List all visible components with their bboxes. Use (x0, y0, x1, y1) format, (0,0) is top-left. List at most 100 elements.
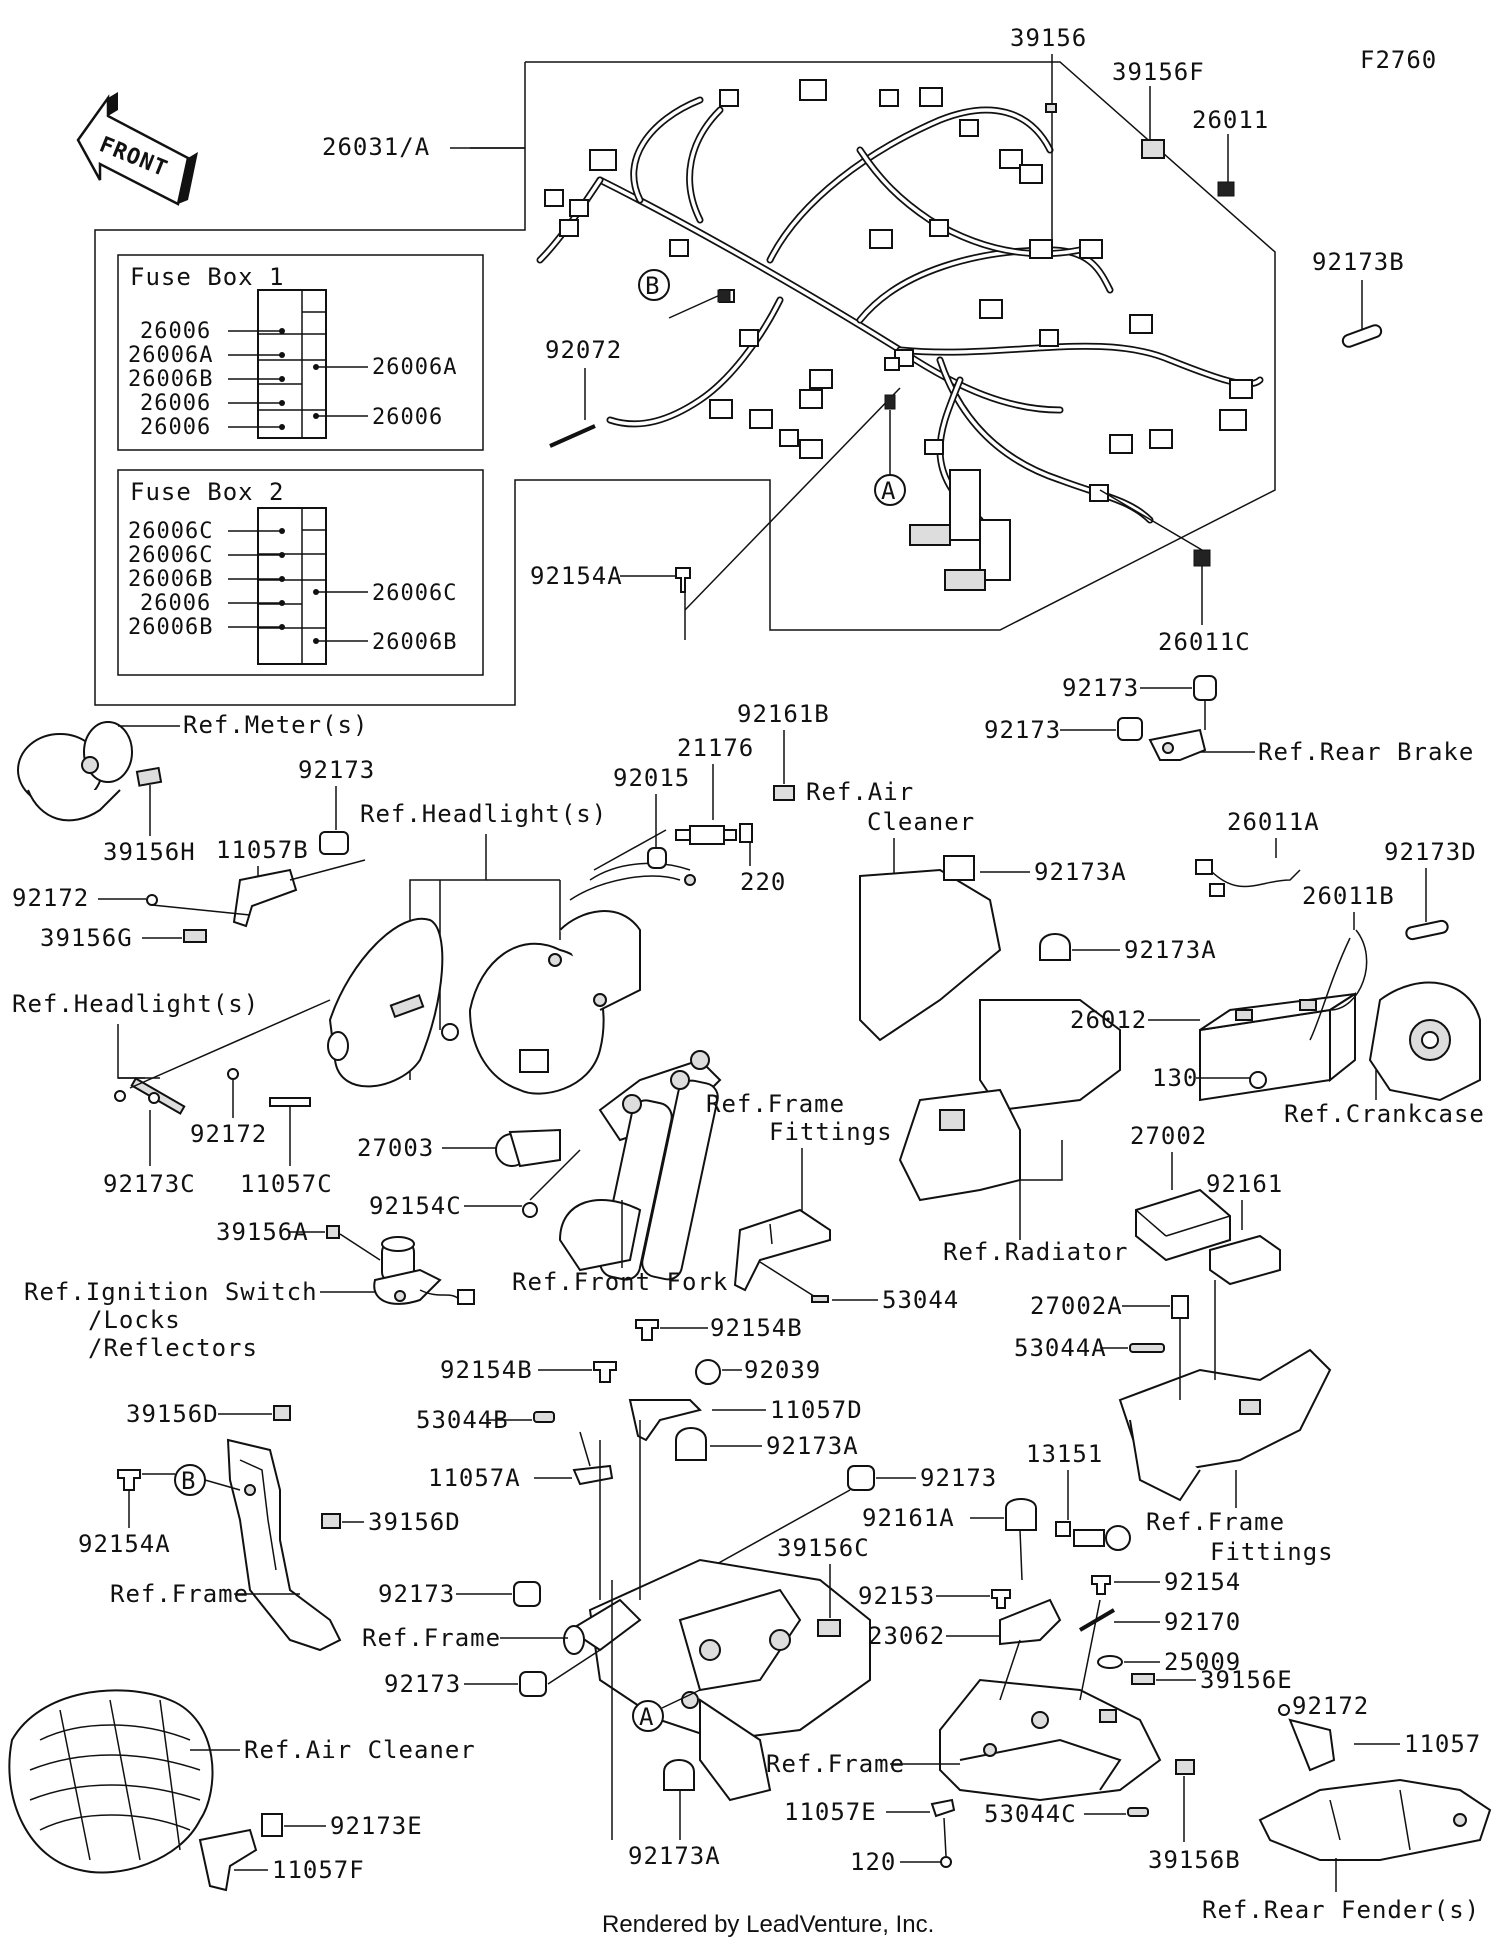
ref-ignition-switch: Ref.Ignition Switch (24, 1278, 318, 1306)
callout-220: 220 (740, 868, 786, 896)
callout-39156h: 39156H (103, 838, 196, 866)
callout-92173-d: 92173 (378, 1580, 455, 1608)
callout-27002a: 27002A (1030, 1292, 1123, 1320)
fuse-box-2-left-label-2: 26006C (128, 543, 213, 568)
fuse-box-1-left-label-3: 26006B (128, 367, 213, 392)
callout-53044a: 53044A (1014, 1334, 1107, 1362)
ref-frame-fittings-b2: Fittings (1210, 1538, 1334, 1566)
callout-92154b-b: 92154B (440, 1356, 533, 1384)
callout-92172-c: 92172 (1292, 1692, 1369, 1720)
fuse-box-2-right-label-2: 26006B (372, 630, 457, 655)
callout-92039: 92039 (744, 1356, 821, 1384)
callout-120: 120 (850, 1848, 896, 1876)
callout-11057: 11057 (1404, 1730, 1481, 1758)
fuse-box-2-left-label-4: 26006 (140, 591, 211, 616)
callout-13151: 13151 (1026, 1440, 1103, 1468)
callout-92173-a: 92173 (298, 756, 375, 784)
callout-39156b: 39156B (1148, 1846, 1241, 1874)
fuse-box-2: Fuse Box 2 26006C 26006C 26006B 26006 26… (117, 469, 484, 676)
fuse-box-1-right-label-2: 26006 (372, 405, 443, 430)
ref-meter: Ref.Meter(s) (183, 711, 368, 739)
ref-air-cleaner-a1: Ref.Air (806, 778, 914, 806)
callout-53044: 53044 (882, 1286, 959, 1314)
footer-credit: Rendered by LeadVenture, Inc. (602, 1911, 934, 1938)
marker-b-bottom: B (181, 1467, 196, 1495)
ref-frame-a: Ref.Frame (110, 1580, 249, 1608)
ignition-switch (373, 1236, 475, 1305)
callout-11057e: 11057E (784, 1798, 877, 1826)
ref-headlight-b: Ref.Headlight(s) (12, 990, 259, 1018)
ecu-27002 (1135, 1188, 1231, 1262)
ref-headlight-a: Ref.Headlight(s) (360, 800, 607, 828)
callout-39156: 39156 (1010, 24, 1087, 52)
callout-39156e: 39156E (1200, 1666, 1293, 1694)
callout-92161: 92161 (1206, 1170, 1283, 1198)
callout-92173c: 92173C (103, 1170, 196, 1198)
fuse-box-1-left-label-4: 26006 (140, 391, 211, 416)
rear-fender (1258, 1778, 1492, 1861)
crankcase (1368, 981, 1481, 1102)
callout-53044c: 53044C (984, 1800, 1077, 1828)
diagram-code: F2760 (1360, 46, 1437, 74)
ref-frame-fittings-a2: Fittings (769, 1118, 893, 1146)
fuse-box-2-title: Fuse Box 2 (130, 478, 285, 506)
frame-fitting-bracket-a (733, 1208, 831, 1292)
callout-92153: 92153 (858, 1582, 935, 1610)
ref-ignition-locks: /Locks (88, 1306, 181, 1334)
callout-92154b-a: 92154B (710, 1314, 803, 1342)
callout-92154a-b: 92154A (78, 1530, 171, 1558)
callout-92172-b: 92172 (190, 1120, 267, 1148)
ref-rear-fender: Ref.Rear Fender(s) (1202, 1896, 1480, 1924)
callout-92173-rb1: 92173 (1062, 674, 1139, 702)
callout-92173e: 92173E (330, 1812, 423, 1840)
callout-23062: 23062 (868, 1622, 945, 1650)
callout-92173-rb2: 92173 (984, 716, 1061, 744)
ref-frame-fittings-a1: Ref.Frame (706, 1090, 845, 1118)
fuse-box-1-left-label-5: 26006 (140, 415, 211, 440)
front-fork (558, 1050, 722, 1281)
callout-92173a-b: 92173A (1124, 936, 1217, 964)
headlight-bracket (468, 862, 696, 1095)
rear-subframe (939, 1678, 1162, 1802)
fuse-box-1-right-label-1: 26006A (372, 355, 457, 380)
fuse-box-2-left-label-5: 26006B (128, 615, 213, 640)
marker-a-top: A (881, 477, 896, 505)
side-frame-left (226, 1438, 342, 1652)
callout-26011a: 26011A (1227, 808, 1320, 836)
wiring-harness (536, 79, 1264, 591)
ref-frame-b: Ref.Frame (362, 1624, 501, 1652)
callout-26031a: 26031/A (322, 133, 430, 161)
callout-11057a: 11057A (428, 1464, 521, 1492)
callout-39156f: 39156F (1112, 58, 1205, 86)
battery-tray (1118, 1348, 1332, 1502)
air-cleaner-housing (8, 1689, 214, 1874)
callout-92154a-top: 92154A (530, 562, 623, 590)
fuse-box-1-title: Fuse Box 1 (130, 263, 285, 291)
callout-92173a-c: 92173A (766, 1432, 859, 1460)
callout-39156c: 39156C (777, 1534, 870, 1562)
fuse-box-1: Fuse Box 1 26006 26006A 26006B 26006 260… (117, 254, 484, 451)
callout-11057c: 11057C (240, 1170, 333, 1198)
ref-rear-brake: Ref.Rear Brake (1258, 738, 1474, 766)
callout-130: 130 (1152, 1064, 1198, 1092)
callout-92173a-a: 92173A (1034, 858, 1127, 886)
ref-air-cleaner-b: Ref.Air Cleaner (244, 1736, 476, 1764)
callout-92161b: 92161B (737, 700, 830, 728)
callout-92173a-d: 92173A (628, 1842, 721, 1870)
callout-92173-e: 92173 (384, 1670, 461, 1698)
fuse-box-2-left-label-3: 26006B (128, 567, 213, 592)
callout-39156d-b: 39156D (368, 1508, 461, 1536)
callout-39156g: 39156G (40, 924, 133, 952)
ref-air-cleaner-a2: Cleaner (867, 808, 975, 836)
headlight (327, 917, 459, 1088)
fuse-box-1-left-label-2: 26006A (128, 343, 213, 368)
callout-92015: 92015 (613, 764, 690, 792)
meter-assembly (17, 721, 163, 822)
callout-11057d: 11057D (770, 1396, 863, 1424)
ref-ignition-reflectors: /Reflectors (88, 1334, 258, 1362)
callout-92154c: 92154C (369, 1192, 462, 1220)
ref-crankcase: Ref.Crankcase (1284, 1100, 1485, 1128)
callout-92173b: 92173B (1312, 248, 1405, 276)
fuse-box-2-left-label-1: 26006C (128, 519, 213, 544)
